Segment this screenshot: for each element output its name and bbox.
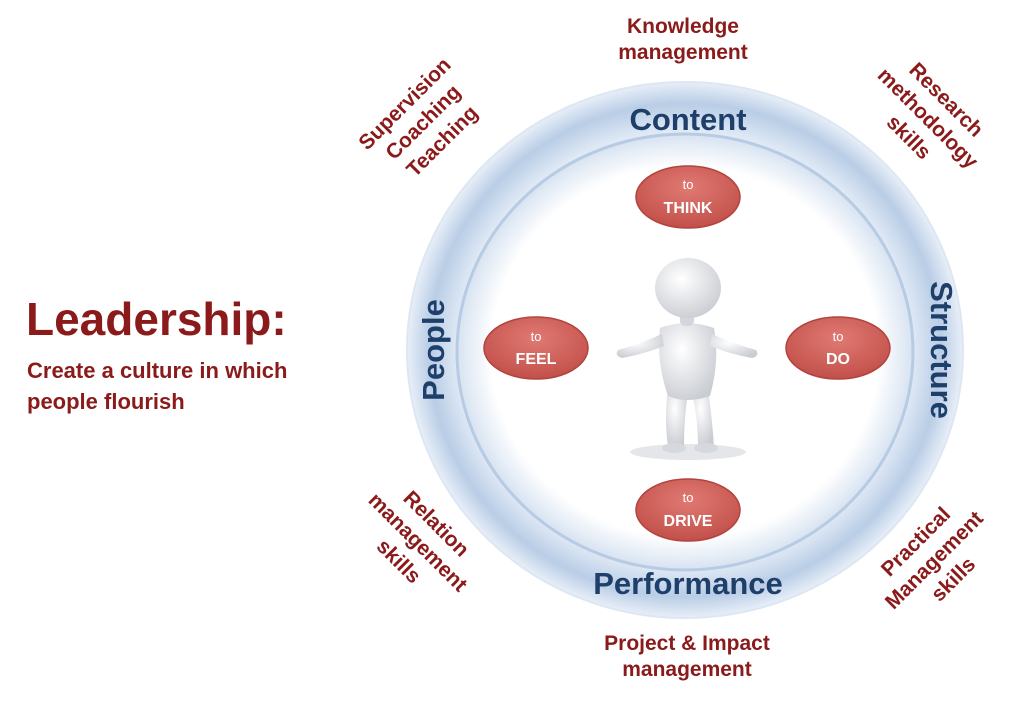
leadership-title: Leadership: — [26, 293, 287, 345]
ring-label-structure: Structure — [924, 281, 959, 419]
skill-knowledge-management: Knowledge management — [618, 15, 748, 65]
pill-think-prefix: to — [683, 177, 694, 192]
pill-do-prefix: to — [833, 329, 844, 344]
pill-drive-verb: DRIVE — [664, 513, 713, 530]
ring-label-people: People — [416, 299, 451, 401]
pill-feel-prefix: to — [531, 329, 542, 344]
pill-feel: to FEEL — [483, 316, 589, 380]
figure-shadow — [630, 444, 746, 460]
pill-drive: to DRIVE — [635, 478, 741, 542]
pill-think: to THINK — [635, 165, 741, 229]
pill-feel-verb: FEEL — [516, 351, 557, 368]
pill-do-verb: DO — [826, 351, 850, 368]
skill-project-impact-management: Project & Impact management — [604, 632, 770, 682]
person-figure-icon — [616, 258, 758, 453]
pill-do: to DO — [785, 316, 891, 380]
ring-label-performance: Performance — [593, 566, 783, 601]
pill-think-verb: THINK — [664, 200, 713, 217]
pill-drive-prefix: to — [683, 490, 694, 505]
ring-label-content: Content — [629, 102, 746, 137]
leadership-subtitle: Create a culture in which people flouris… — [27, 358, 288, 414]
